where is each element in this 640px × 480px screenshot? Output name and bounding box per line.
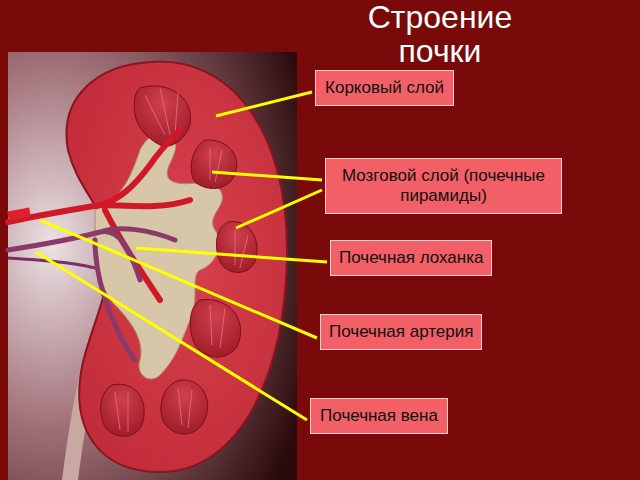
pelvis-label: Почечная лоханка	[330, 240, 492, 276]
slide-title: Строение почки	[330, 0, 550, 68]
label-text: Почечная артерия	[329, 322, 473, 342]
label-text: Почечная вена	[319, 406, 439, 426]
cortex-label: Корковый слой	[315, 70, 454, 106]
label-text: Почечная лоханка	[339, 248, 483, 268]
label-text: Мозговой слой (почечные пирамиды)	[334, 166, 553, 206]
artery-label: Почечная артерия	[320, 314, 482, 350]
label-text: Корковый слой	[324, 78, 445, 98]
medulla-label: Мозговой слой (почечные пирамиды)	[325, 158, 562, 214]
vein-label: Почечная вена	[310, 398, 448, 434]
